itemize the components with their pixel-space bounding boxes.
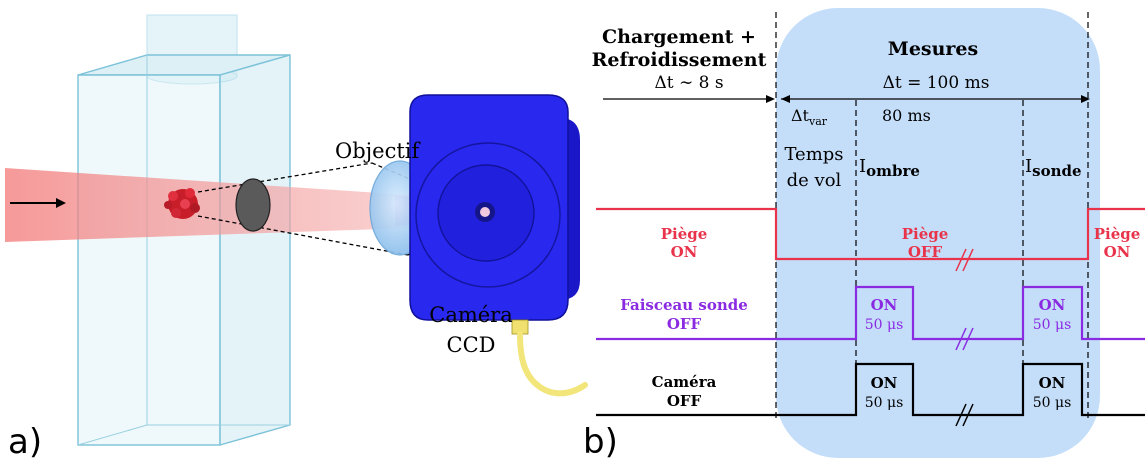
trap-on-right-1: Piège	[1094, 225, 1141, 243]
trap-on-left-1: Piège	[661, 225, 708, 243]
probe-break	[955, 327, 974, 351]
tof-label-2: de vol	[787, 170, 842, 191]
objective-label: Objectif	[335, 139, 422, 163]
probe-label-2: OFF	[667, 315, 702, 333]
interval-label: 80 ms	[882, 106, 931, 125]
camera-signal: Caméra OFF ON 50 μs ON 50 μs	[596, 362, 1145, 427]
probe-signal: Faisceau sonde OFF ON 50 μs ON 50 μs	[596, 285, 1145, 351]
measures-duration: Δt = 100 ms	[883, 73, 990, 93]
laser-beam	[5, 168, 410, 242]
trap-signal: Piège ON Piège OFF Piège ON	[596, 207, 1145, 272]
probe-pulse1-duration: 50 μs	[865, 317, 904, 333]
camera-break	[955, 403, 974, 427]
beam-arrow-head	[56, 198, 66, 208]
atom-cloud	[164, 188, 200, 219]
camera-pulse1-on: ON	[871, 374, 898, 392]
camera-pulse2-duration: 50 μs	[1033, 395, 1072, 411]
camera-signal-label-2: OFF	[667, 392, 702, 410]
probe-pulse1-on: ON	[871, 296, 898, 314]
loading-title-1: Chargement +	[602, 26, 756, 48]
loading-title-2: Refroidissement	[592, 49, 767, 71]
trap-break	[955, 248, 974, 272]
panel-b: Chargement + Refroidissement Δt ∼ 8 s Me…	[583, 8, 1145, 461]
arrow-head-measures-left	[781, 95, 790, 103]
camera-label-1: Caméra	[429, 303, 513, 327]
panel-b-label: b)	[583, 422, 618, 461]
probe-label-1: Faisceau sonde	[620, 296, 748, 314]
tof-label-1: Temps	[784, 144, 843, 165]
camera-pulse2-on: ON	[1039, 374, 1066, 392]
dt-var-label: Δtvar	[791, 106, 828, 128]
arrow-head-loading	[766, 95, 775, 103]
shadow-disk	[235, 178, 271, 232]
i-ombre-label: Iombre	[859, 156, 920, 180]
camera-label-2: CCD	[447, 333, 496, 357]
probe-pulse2-duration: 50 μs	[1033, 317, 1072, 333]
loading-duration: Δt ∼ 8 s	[654, 73, 723, 93]
ccd-camera	[409, 94, 588, 397]
trap-off-1: Piège	[902, 225, 949, 243]
glass-cell	[77, 54, 291, 446]
measures-title: Mesures	[888, 38, 978, 60]
camera-signal-label-1: Caméra	[652, 373, 717, 391]
trap-on-left-2: ON	[671, 243, 698, 261]
measures-background	[776, 8, 1100, 458]
panel-a: Objectif Caméra CCD a)	[5, 14, 588, 461]
trap-off-2: OFF	[908, 243, 943, 261]
panel-a-label: a)	[8, 422, 42, 461]
probe-pulse2-on: ON	[1039, 296, 1066, 314]
trap-on-right-2: ON	[1104, 243, 1131, 261]
i-sonde-label: Isonde	[1025, 156, 1082, 180]
camera-pulse1-duration: 50 μs	[865, 395, 904, 411]
arrow-head-measures-right	[1081, 95, 1090, 103]
